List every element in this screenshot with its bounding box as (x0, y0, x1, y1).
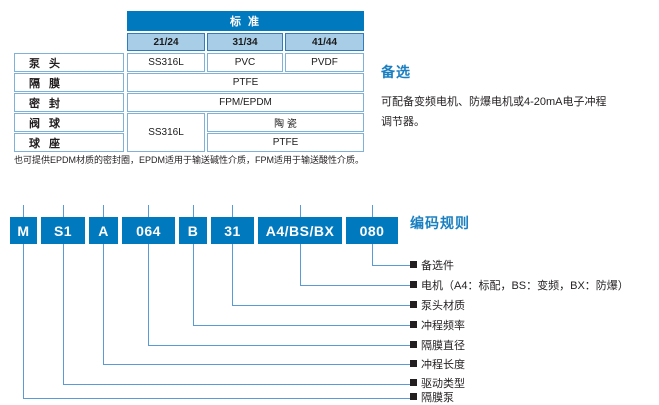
tick-above-5 (232, 205, 233, 217)
spec-cell-pump-head-41-44: PVDF (285, 53, 364, 72)
code-legend-item-1: 电机（A4：标配，BS：变频，BX：防爆） (410, 277, 629, 293)
option-panel-title: 备选 (381, 64, 411, 80)
code-legend-item-0: 备选件 (410, 257, 454, 273)
leader-h-4 (193, 325, 411, 326)
code-segment-3: 064 (122, 217, 175, 244)
bullet-icon (410, 281, 417, 288)
tick-above-6 (300, 205, 301, 217)
spec-cell-pump-head-21-24: SS316L (127, 53, 205, 72)
leader-h-5 (232, 305, 411, 306)
leader-v-5 (232, 244, 233, 306)
bullet-icon (410, 379, 417, 386)
spec-table-footnote: 也可提供EPDM材质的密封圈，EPDM适用于输送碱性介质，FPM适用于输送酸性介… (14, 155, 365, 165)
code-rule-title: 编码规则 (410, 215, 470, 231)
code-legend-item-7: 隔膜泵 (410, 389, 454, 405)
tick-above-7 (372, 205, 373, 217)
spec-cell-ball-seat-31-44: PTFE (207, 133, 364, 152)
leader-v-0 (23, 244, 24, 399)
spec-row-label-seal: 密 封 (14, 93, 124, 112)
tick-above-0 (23, 205, 24, 217)
leader-h-6 (300, 285, 411, 286)
code-legend-label-3: 冲程频率 (421, 320, 465, 332)
code-legend-item-6: 驱动类型 (410, 375, 465, 391)
leader-h-2 (103, 364, 411, 365)
code-segment-4: B (179, 217, 207, 244)
bullet-icon (410, 301, 417, 308)
bullet-icon (410, 261, 417, 268)
code-segment-2: A (89, 217, 118, 244)
code-legend-label-7: 隔膜泵 (421, 392, 454, 404)
spec-row-label-pump-head: 泵 头 (14, 53, 124, 72)
code-segment-7: 080 (346, 217, 398, 244)
spec-table-col-header-1: 31/34 (207, 33, 283, 51)
leader-v-6 (300, 244, 301, 286)
tick-above-3 (148, 205, 149, 217)
code-legend-item-5: 冲程长度 (410, 356, 465, 372)
spec-cell-diaphragm-all: PTFE (127, 73, 364, 92)
spec-cell-valve-ball-21-24: SS316L (127, 113, 205, 152)
spec-table: 标 准 21/24 31/34 41/44 泵 头 SS316L PVC PVD… (14, 11, 364, 152)
code-legend-label-1: 电机（A4：标配，BS：变频，BX：防爆） (421, 280, 629, 292)
tick-above-2 (103, 205, 104, 217)
spec-table-col-header-0: 21/24 (127, 33, 205, 51)
code-legend-label-5: 冲程长度 (421, 359, 465, 371)
code-legend-item-2: 泵头材质 (410, 297, 465, 313)
spec-table-header-standard: 标 准 (127, 11, 364, 31)
spec-cell-pump-head-31-34: PVC (207, 53, 283, 72)
spec-cell-valve-ball-31-44: 陶 瓷 (207, 113, 364, 132)
leader-h-3 (148, 345, 411, 346)
leader-v-2 (103, 244, 104, 365)
code-segment-1: S1 (41, 217, 85, 244)
tick-above-4 (193, 205, 194, 217)
spec-row-label-valve-ball: 阀 球 (14, 113, 124, 132)
spec-cell-seal-all: FPM/EPDM (127, 93, 364, 112)
bullet-icon (410, 341, 417, 348)
tick-above-1 (63, 205, 64, 217)
code-segment-0: M (10, 217, 37, 244)
option-panel: 备选 可配备变频电机、防爆电机或4-20mA电子冲程调节器。 (381, 62, 651, 133)
spec-row-label-diaphragm: 隔 膜 (14, 73, 124, 92)
leader-v-1 (63, 244, 64, 385)
spec-row-label-ball-seat: 球 座 (14, 133, 124, 152)
leader-h-0 (23, 398, 411, 399)
code-segment-6: A4/BS/BX (258, 217, 342, 244)
code-segment-5: 31 (211, 217, 254, 244)
code-legend-label-4: 隔膜直径 (421, 340, 465, 352)
code-rule-diagram: M S1 A 064 B 31 A4/BS/BX 080 (0, 205, 659, 400)
bullet-icon (410, 360, 417, 367)
code-legend-item-4: 隔膜直径 (410, 337, 465, 353)
bullet-icon (410, 393, 417, 400)
code-legend-label-6: 驱动类型 (421, 378, 465, 390)
leader-v-7 (372, 244, 373, 266)
code-legend-label-0: 备选件 (421, 260, 454, 272)
option-panel-body: 可配备变频电机、防爆电机或4-20mA电子冲程调节器。 (381, 96, 607, 129)
code-legend-label-2: 泵头材质 (421, 300, 465, 312)
spec-table-col-header-2: 41/44 (285, 33, 364, 51)
leader-h-7 (372, 265, 411, 266)
leader-h-1 (63, 384, 411, 385)
bullet-icon (410, 321, 417, 328)
leader-v-3 (148, 244, 149, 346)
code-legend-item-3: 冲程频率 (410, 317, 465, 333)
leader-v-4 (193, 244, 194, 326)
